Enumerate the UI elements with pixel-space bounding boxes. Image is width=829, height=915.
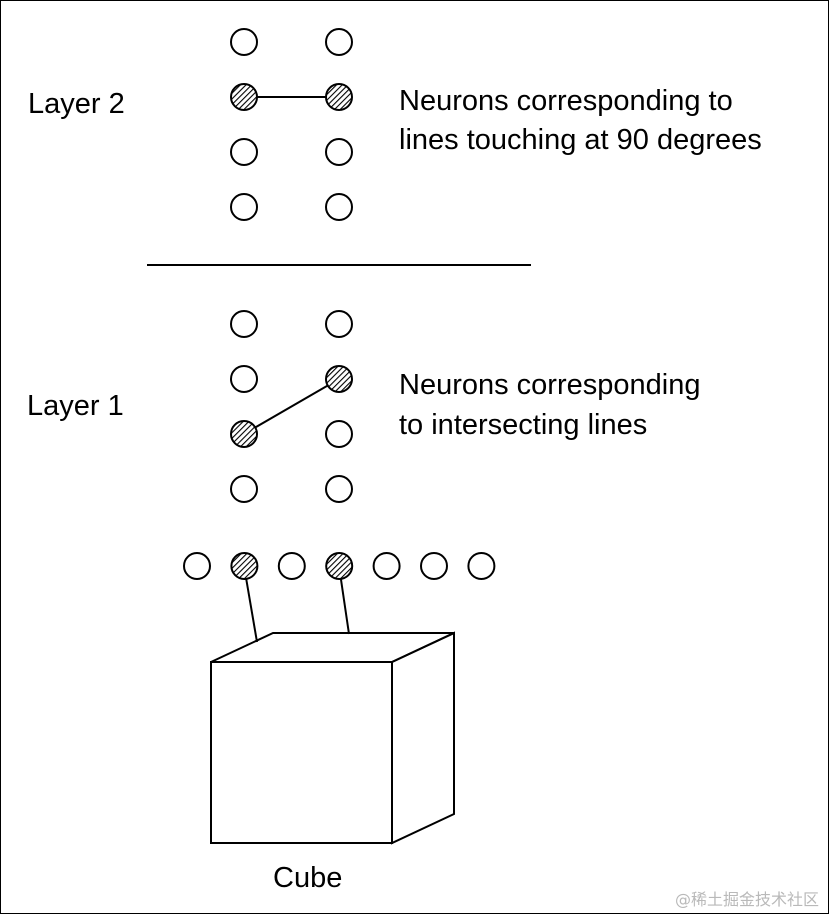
cube-side-face	[391, 631, 455, 845]
watermark-text: @稀土掘金技术社区	[675, 890, 819, 909]
layer2-neuron	[230, 193, 258, 221]
layer1-neuron	[230, 365, 258, 393]
layer1-connection	[243, 378, 340, 435]
layer1-label: Layer 1	[27, 390, 124, 422]
layer1-neuron	[230, 475, 258, 503]
input-neuron-active	[325, 552, 354, 580]
layer1-neuron-active	[230, 420, 258, 448]
layer2-label: Layer 2	[28, 88, 125, 120]
layer2-description-line1: Neurons corresponding to	[399, 85, 733, 117]
input-neurons	[183, 552, 496, 580]
cube-front-face	[210, 661, 393, 844]
layer2-neuron	[325, 138, 353, 166]
layer1-neuron	[230, 310, 258, 338]
input-neuron	[420, 552, 448, 580]
layer1-description-line2: to intersecting lines	[399, 409, 647, 441]
layer1-neuron	[325, 310, 353, 338]
cube-label: Cube	[273, 862, 342, 894]
layer2-neurons	[230, 28, 353, 221]
input-neuron	[467, 552, 496, 580]
layer2-neuron	[230, 138, 258, 166]
layer1-neuron	[325, 475, 353, 503]
layer2-neuron	[230, 28, 258, 56]
layer1-neurons	[230, 310, 353, 503]
input-neuron	[372, 552, 401, 580]
input-neuron-active	[230, 552, 259, 580]
layer2-neuron	[325, 28, 353, 56]
layer2-description-line2: lines touching at 90 degrees	[399, 124, 762, 156]
layer2-neuron-active	[230, 83, 258, 111]
cube-shape	[210, 631, 455, 845]
input-neuron	[183, 552, 211, 580]
cube-top-face	[210, 632, 455, 663]
layer2-neuron-active	[325, 83, 353, 111]
input-neuron	[277, 552, 306, 580]
layer1-neuron	[325, 420, 353, 448]
layer2-neuron	[325, 193, 353, 221]
layer1-description-line1: Neurons corresponding	[399, 369, 700, 401]
layer1-neuron-active	[325, 365, 353, 393]
